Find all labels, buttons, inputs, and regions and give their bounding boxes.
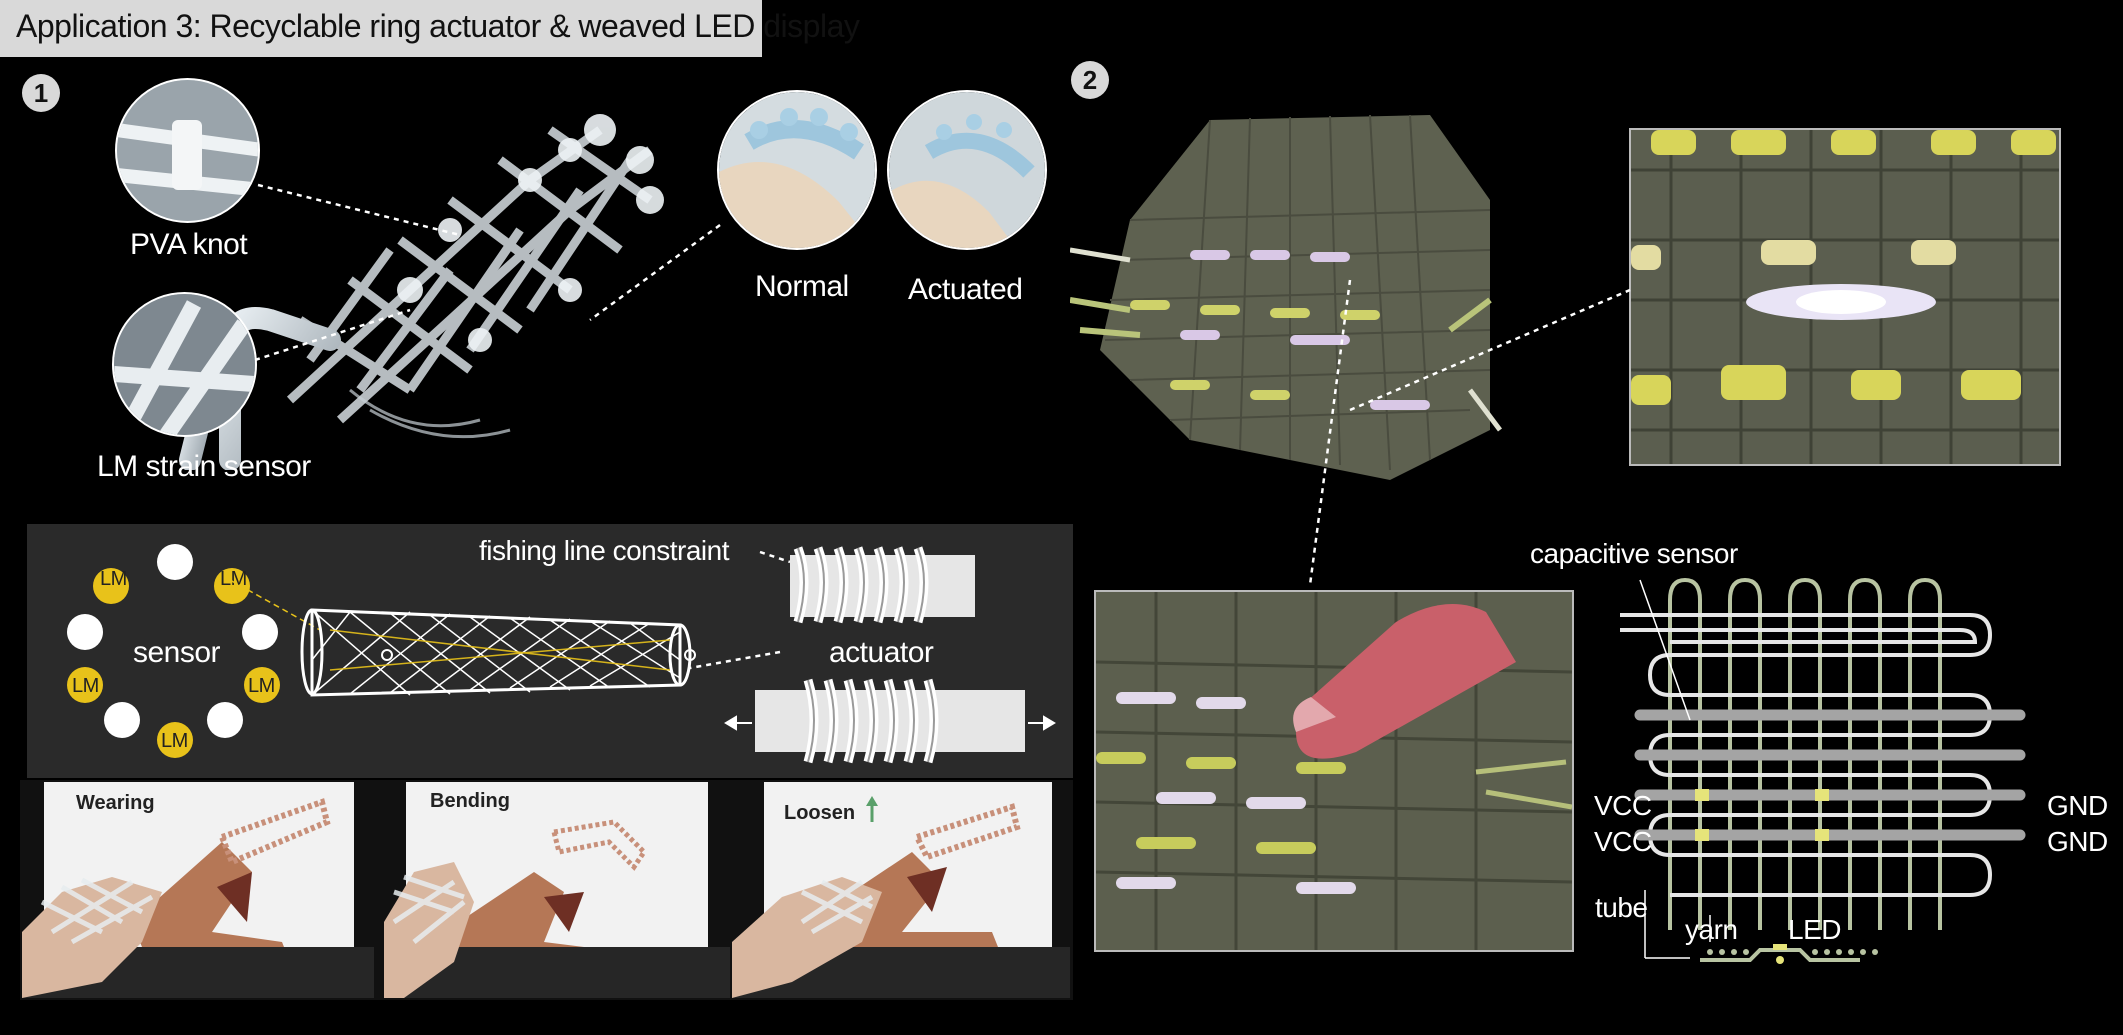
vcc-label-1: VCC: [1594, 790, 1652, 821]
hand-wearing-illustration: [22, 798, 374, 998]
lattice-tube-diagram: [230, 579, 696, 697]
loosen-label: Loosen: [784, 802, 856, 824]
lm-strain-sensor-closeup: [112, 292, 257, 437]
capacitive-sensor-label: capacitive sensor: [1530, 538, 1738, 569]
wearing-label: Wearing: [76, 792, 155, 814]
frame-wearing: Wearing: [22, 782, 374, 998]
touch-interaction-photo: [1094, 590, 1574, 952]
normal-state-closeup: [717, 90, 877, 250]
led-label: LED: [1788, 914, 1841, 945]
panel2-leader-lines: [1308, 279, 1631, 586]
title-banner: [0, 0, 762, 57]
gnd-label-1: GND: [2047, 790, 2108, 821]
actuated-state-closeup: [887, 90, 1047, 250]
hand-loosen-illustration: [732, 796, 1070, 998]
lm-label-3: LM: [72, 675, 99, 697]
frame-bending: Bending: [384, 782, 730, 998]
sensor-label: sensor: [133, 636, 221, 669]
actuated-label: Actuated: [908, 273, 1023, 306]
pva-knot-label: PVA knot: [130, 228, 248, 261]
weave-circuit-diagram: [1620, 577, 2026, 964]
section-badge-2: 2: [1071, 61, 1109, 99]
bending-label: Bending: [430, 790, 510, 812]
actuator-label: actuator: [829, 636, 934, 669]
panel1-leader-lines: [254, 183, 721, 362]
ring-actuator-photo: [150, 90, 710, 470]
frame-loosen: Loosen: [732, 782, 1070, 998]
sensor-ring-diagram: [67, 544, 280, 758]
glowing-led-closeup: [1629, 128, 2061, 466]
pva-knot-closeup: [115, 78, 260, 223]
gnd-label-2: GND: [2047, 826, 2108, 857]
hand-bending-illustration: [384, 819, 730, 998]
tube-label: tube: [1595, 892, 1648, 923]
lm-label-1: LM: [100, 568, 127, 590]
page-title: Application 3: Recyclable ring actuator …: [16, 8, 860, 44]
lm-label-5: LM: [161, 730, 188, 752]
normal-label: Normal: [755, 270, 849, 303]
coil-actuator-diagram: [690, 546, 1056, 764]
yarn-label: yarn: [1685, 914, 1738, 945]
lm-label-2: LM: [220, 568, 247, 590]
woven-display-photo: [1070, 100, 1600, 490]
section-badge-1: 1: [22, 74, 60, 112]
lm-strain-sensor-label: LM strain sensor: [97, 450, 311, 483]
vcc-label-2: VCC: [1594, 826, 1652, 857]
lm-label-4: LM: [248, 675, 275, 697]
fishing-line-label: fishing line constraint: [479, 535, 729, 566]
